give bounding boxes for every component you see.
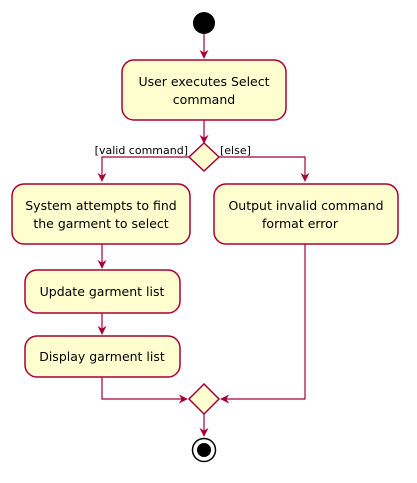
activity-execute-select-line2: command bbox=[173, 92, 235, 107]
edge-decision-to-invalid bbox=[219, 156, 310, 182]
guard-else: [else] bbox=[220, 144, 251, 157]
edge-decision-to-attempt bbox=[97, 156, 189, 182]
edges bbox=[97, 34, 310, 437]
activity-display-list-label: Display garment list bbox=[39, 349, 165, 364]
activity-update-list: Update garment list bbox=[24, 269, 181, 314]
activity-attempt-find-line2: the garment to select bbox=[33, 216, 168, 231]
merge-node bbox=[187, 382, 221, 416]
start-node bbox=[193, 12, 215, 34]
activity-execute-select-line1: User executes Select bbox=[138, 74, 269, 89]
activity-attempt-find: System attempts to find the garment to s… bbox=[11, 183, 191, 245]
activity-attempt-find-line1: System attempts to find bbox=[25, 198, 177, 213]
edge-display-to-merge bbox=[101, 377, 188, 404]
decision-node bbox=[187, 141, 221, 173]
activity-invalid-output: Output invalid command format error bbox=[213, 183, 399, 245]
activity-update-list-label: Update garment list bbox=[40, 284, 165, 299]
guard-valid-command: [valid command] bbox=[95, 144, 188, 157]
edge-invalid-to-merge bbox=[220, 244, 306, 404]
activity-invalid-output-line1: Output invalid command bbox=[228, 198, 383, 213]
end-node bbox=[191, 437, 217, 463]
activity-execute-select: User executes Select command bbox=[121, 59, 287, 121]
activity-display-list: Display garment list bbox=[24, 335, 181, 378]
activity-invalid-output-line2: format error bbox=[262, 216, 339, 231]
